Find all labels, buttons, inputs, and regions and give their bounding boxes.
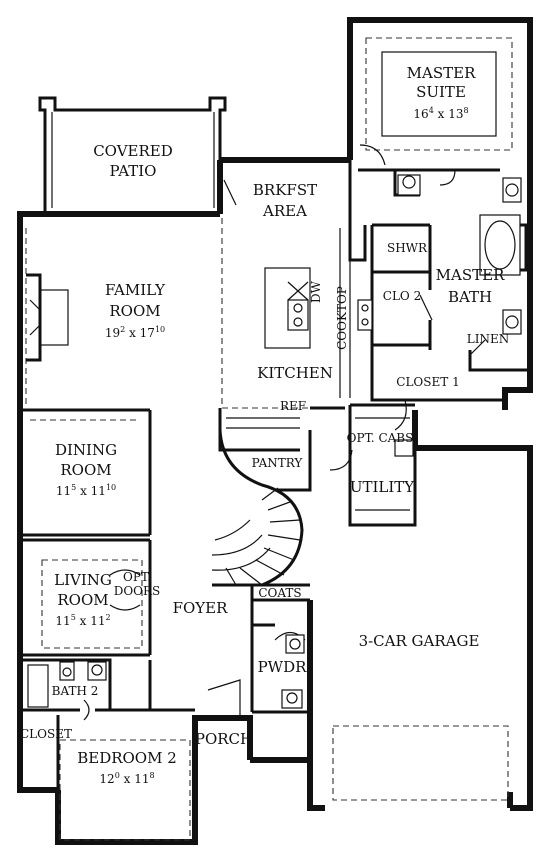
clo2-label: CLO 2 bbox=[383, 289, 421, 303]
doors bbox=[83, 144, 486, 721]
family-room-dimensions: 192 x 1710 bbox=[105, 325, 165, 340]
master-bath-label-2: BATH bbox=[448, 288, 492, 306]
foyer-label: FOYER bbox=[173, 599, 229, 617]
cooktop-label: COOKTOP bbox=[335, 286, 349, 350]
closet1-label: CLOSET 1 bbox=[396, 375, 459, 389]
kitchen-label: KITCHEN bbox=[257, 364, 333, 382]
linen-label: LINEN bbox=[467, 332, 509, 346]
master-bath-label-1: MASTER bbox=[436, 266, 505, 284]
bath-fixtures bbox=[27, 174, 522, 709]
garage-label: 3-CAR GARAGE bbox=[359, 632, 480, 650]
dining-room-label-1: DINING bbox=[55, 441, 117, 459]
coats-label: COATS bbox=[258, 586, 301, 600]
brkfst-area-label-2: AREA bbox=[262, 202, 307, 220]
windows bbox=[17, 17, 495, 845]
covered-patio-outline bbox=[38, 96, 227, 214]
stair bbox=[211, 429, 304, 587]
bedroom2-label: BEDROOM 2 bbox=[77, 749, 177, 767]
dw-label: DW bbox=[309, 280, 323, 303]
shwr-label: SHWR bbox=[387, 241, 428, 255]
master-suite-label-2: SUITE bbox=[416, 83, 466, 101]
utility-label: UTILITY bbox=[350, 478, 415, 496]
opt-cabs-label: OPT. CABS bbox=[347, 431, 414, 445]
family-room-label-2: ROOM bbox=[109, 302, 160, 320]
dining-room-label-2: ROOM bbox=[60, 461, 111, 479]
room-labels: MASTER SUITE 164 x 138 COVERED PATIO BRK… bbox=[20, 64, 509, 786]
kitchen-island bbox=[264, 267, 373, 349]
master-suite-label-1: MASTER bbox=[407, 64, 476, 82]
bath2-label: BATH 2 bbox=[52, 684, 99, 698]
exterior-walls bbox=[17, 17, 533, 845]
bedroom2-dimensions: 120 x 118 bbox=[99, 771, 154, 786]
porch-label: PORCH bbox=[195, 730, 253, 748]
cabinet-lines bbox=[226, 228, 410, 511]
family-room-label-1: FAMILY bbox=[105, 281, 166, 299]
covered-patio-label-1: COVERED bbox=[93, 142, 173, 160]
brkfst-area-label-1: BRKFST bbox=[253, 181, 317, 199]
pwdr-label: PWDR bbox=[258, 658, 308, 676]
closet-label: CLOSET bbox=[20, 727, 72, 741]
dashed-boundaries bbox=[25, 37, 513, 841]
living-room-label-1: LIVING bbox=[54, 571, 112, 589]
master-suite-dimensions: 164 x 138 bbox=[413, 106, 468, 121]
pantry-label: PANTRY bbox=[252, 456, 304, 470]
opt-doors-label-2: DOORS bbox=[114, 584, 161, 598]
opt-doors-label-1: OPT. bbox=[123, 570, 151, 584]
dining-room-dimensions: 115 x 1110 bbox=[56, 483, 116, 498]
covered-patio-label-2: PATIO bbox=[110, 162, 157, 180]
ref-label: REF bbox=[280, 399, 306, 413]
living-room-dimensions: 115 x 112 bbox=[55, 613, 110, 628]
interior-walls bbox=[20, 160, 530, 790]
living-room-label-2: ROOM bbox=[57, 591, 108, 609]
fireplace bbox=[26, 273, 69, 362]
